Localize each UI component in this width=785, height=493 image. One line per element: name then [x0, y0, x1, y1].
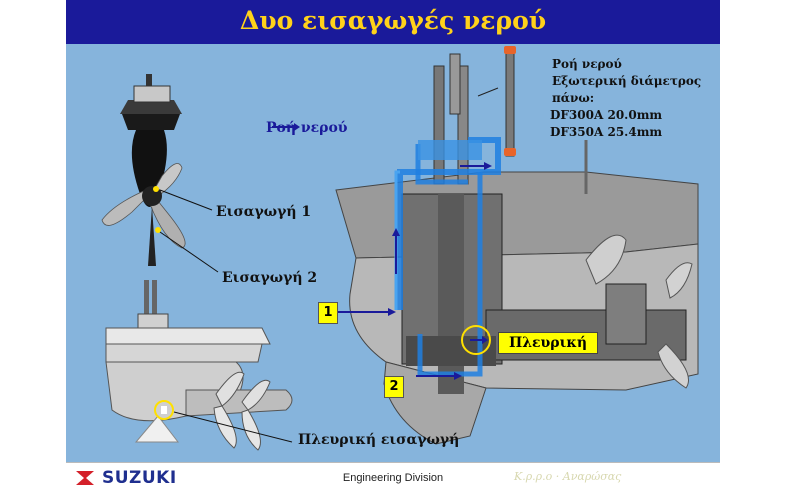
suzuki-logo: SUZUKI	[72, 468, 177, 488]
marker-1: 1	[318, 302, 338, 324]
slide-title: Δυο εισαγωγές νερού	[239, 6, 547, 35]
spec-line-1: Ροή νερού	[552, 57, 622, 71]
spec-line-4: DF300A 20.0mm	[550, 108, 663, 122]
water-flow-path	[338, 137, 501, 380]
logo-text: SUZUKI	[102, 468, 177, 488]
intake-2-label: Εισαγωγή 2	[222, 270, 318, 286]
spec-line-2: Εξωτερική διάμετρος	[552, 74, 702, 88]
cutaway-gearcase	[335, 46, 699, 445]
engineering-division: Engineering Division	[342, 472, 444, 484]
side-intake-label: Πλευρική εισαγωγή	[298, 432, 460, 448]
suzuki-s-icon	[76, 471, 94, 485]
flow-legend: Ροή νερού	[266, 120, 348, 136]
rear-view-gearcase	[101, 74, 219, 273]
side-intake-box: Πλευρική	[498, 332, 599, 354]
slide: Δυο εισαγωγές νερού	[66, 0, 720, 493]
marker-2: 2	[384, 376, 404, 398]
flow-legend-label: Ροή νερού	[266, 120, 348, 136]
spec-note: Ροή νερού Εξωτερική διάμετρος πάνω: DF30…	[550, 56, 701, 141]
flow-legend-arrow	[272, 123, 300, 131]
spec-line-3: πάνω:	[552, 91, 595, 105]
diagram-area: Ροή νερού Εισαγωγή 1 Εισαγωγή 2 Πλευρική…	[66, 44, 720, 462]
side-view-lower-unit	[105, 280, 293, 451]
spec-line-5: DF350A 25.4mm	[550, 125, 663, 139]
footer: SUZUKI Engineering Division Κ.ρ.ρ.ο · Αν…	[66, 462, 720, 493]
title-bar: Δυο εισαγωγές νερού	[66, 0, 720, 44]
engine-illustration	[101, 46, 699, 451]
intake-1-label: Εισαγωγή 1	[216, 204, 312, 220]
signature: Κ.ρ.ρ.ο · Αναρώσας	[514, 470, 622, 483]
